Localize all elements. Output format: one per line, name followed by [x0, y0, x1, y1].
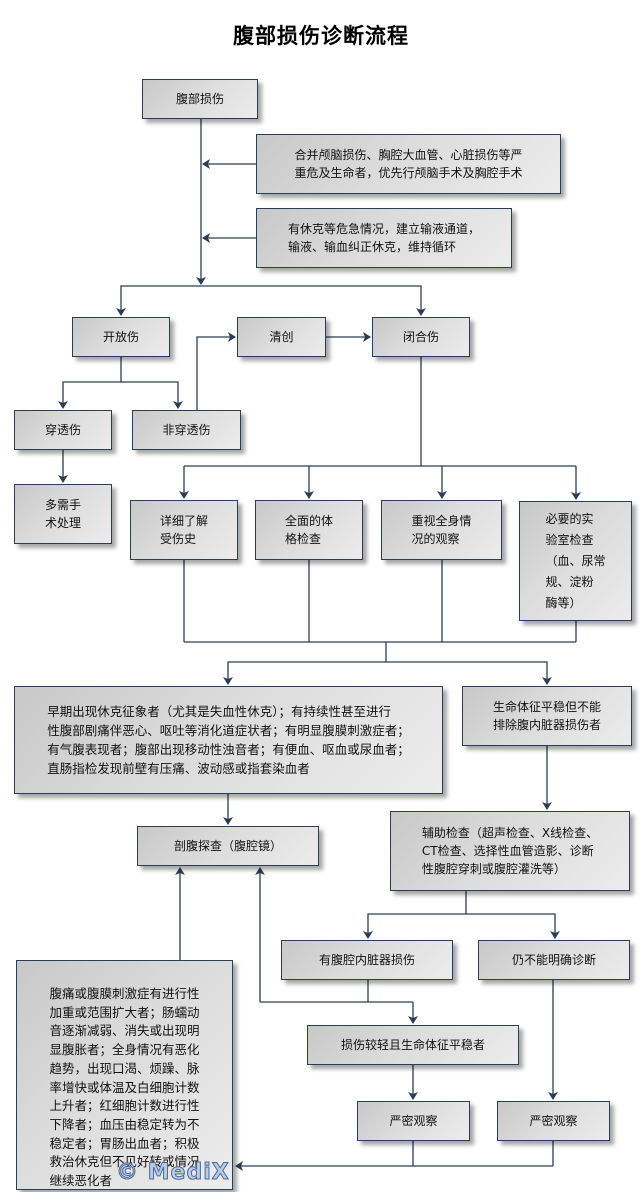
connector-to-organ	[363, 913, 466, 939]
node-label: 开放伤	[102, 330, 139, 344]
node-label: 非穿透伤	[162, 423, 211, 437]
node-systemic-observation: 重视全身情 况的观察	[381, 500, 502, 560]
node-label: 多需手 术处理	[44, 498, 81, 530]
node-label: 闭合伤	[402, 330, 439, 344]
node-label: 有腹腔内脏器损伤	[318, 953, 415, 967]
node-observe-1: 严密观察	[357, 1101, 470, 1141]
node-label: 有休克等危急情况，建立输液通道， 输液、输血纠正休克，维持循环	[287, 222, 480, 254]
node-undiagnosed: 仍不能明确诊断	[478, 940, 630, 980]
node-label: 严密观察	[389, 1114, 438, 1128]
node-label: 重视全身情 况的观察	[411, 514, 472, 546]
node-label: 剖腹探查（腹腔镜）	[173, 839, 282, 853]
node-label: 腹痛或腹膜刺激症有进行性 加重或范围扩大者；肠蠕动 音逐渐减弱、消失或出现明 显…	[49, 986, 200, 1189]
node-label: 仍不能明确诊断	[511, 953, 596, 967]
node-auxiliary-exam: 辅助检查（超声检查、X线检查、 CT检查、选择性血管造影、诊断 性腹腔穿刺或腹腔…	[390, 811, 630, 891]
node-label: 腹部损伤	[175, 92, 224, 106]
node-organ-injury: 有腹腔内脏器损伤	[281, 940, 453, 980]
node-worsening-signs: 腹痛或腹膜刺激症有进行性 加重或范围扩大者；肠蠕动 音逐渐减弱、消失或出现明 显…	[16, 960, 233, 1190]
node-label: 辅助检查（超声检查、X线检查、 CT检查、选择性血管造影、诊断 性腹腔穿刺或腹腔…	[421, 826, 599, 876]
node-label: 穿透伤	[44, 423, 81, 437]
connector-to-debride	[196, 332, 236, 410]
node-label: 早期出现休克征象者（尤其是失血性休克）；有持续性甚至进行 性腹部剧痛伴恶心、呕吐…	[47, 704, 410, 776]
node-combined-injury: 合并颅脑损伤、胸腔大血管、心脏损伤等严 重危及生命者，优先行颅脑手术及胸腔手术	[256, 134, 561, 194]
node-lab-tests: 必要的实 验室检查 （血、尿常 规、淀粉 酶等）	[519, 501, 632, 621]
node-mild-stable: 损伤较轻且生命体征平稳者	[307, 1025, 519, 1065]
connector-to-undiagnosed	[466, 913, 560, 939]
node-label: 全面的体 格检查	[284, 514, 333, 546]
node-label: 生命体征平稳但不能 排除腹内脏器损伤者	[492, 700, 601, 732]
watermark-logo: © MediX	[116, 1160, 230, 1186]
connector-to-closed	[201, 285, 426, 316]
connector-to-stable	[386, 661, 552, 685]
node-label: 清创	[269, 330, 294, 344]
node-closed-wound: 闭合伤	[372, 317, 470, 357]
node-nonpenetrating: 非穿透伤	[132, 410, 241, 450]
node-label: 损伤较轻且生命体征平稳者	[340, 1038, 485, 1052]
node-debridement: 清创	[237, 317, 326, 357]
connector-to-nonpenetrating	[121, 381, 183, 409]
node-history: 详细了解 受伤史	[130, 500, 238, 560]
page-title: 腹部损伤诊断流程	[233, 23, 409, 48]
node-label: 详细了解 受伤史	[159, 514, 208, 546]
node-physical-exam: 全面的体 格检查	[255, 500, 363, 560]
node-observe-2: 严密观察	[497, 1101, 610, 1141]
node-label: 必要的实 验室检查 （血、尿常 规、淀粉 酶等）	[545, 511, 606, 610]
node-stable-uncertain: 生命体征平稳但不能 排除腹内脏器损伤者	[462, 686, 632, 746]
connector-to-open	[116, 285, 201, 316]
node-open-wound: 开放伤	[72, 317, 170, 357]
node-early-signs: 早期出现休克征象者（尤其是失血性休克）；有持续性甚至进行 性腹部剧痛伴恶心、呕吐…	[14, 686, 443, 794]
node-penetrating: 穿透伤	[14, 410, 112, 450]
node-label: 合并颅脑损伤、胸腔大血管、心脏损伤等严 重危及生命者，优先行颅脑手术及胸腔手术	[294, 148, 523, 180]
connector-to-early-signs	[223, 661, 386, 685]
connector-to-penetrating	[58, 381, 121, 409]
node-label: 严密观察	[529, 1114, 578, 1128]
node-surgery-needed: 多需手 术处理	[14, 484, 112, 544]
node-abdominal-injury: 腹部损伤	[142, 79, 258, 119]
node-shock: 有休克等危急情况，建立输液通道， 输液、输血纠正休克，维持循环	[256, 208, 512, 268]
node-laparotomy: 剖腹探查（腹腔镜）	[137, 826, 319, 866]
